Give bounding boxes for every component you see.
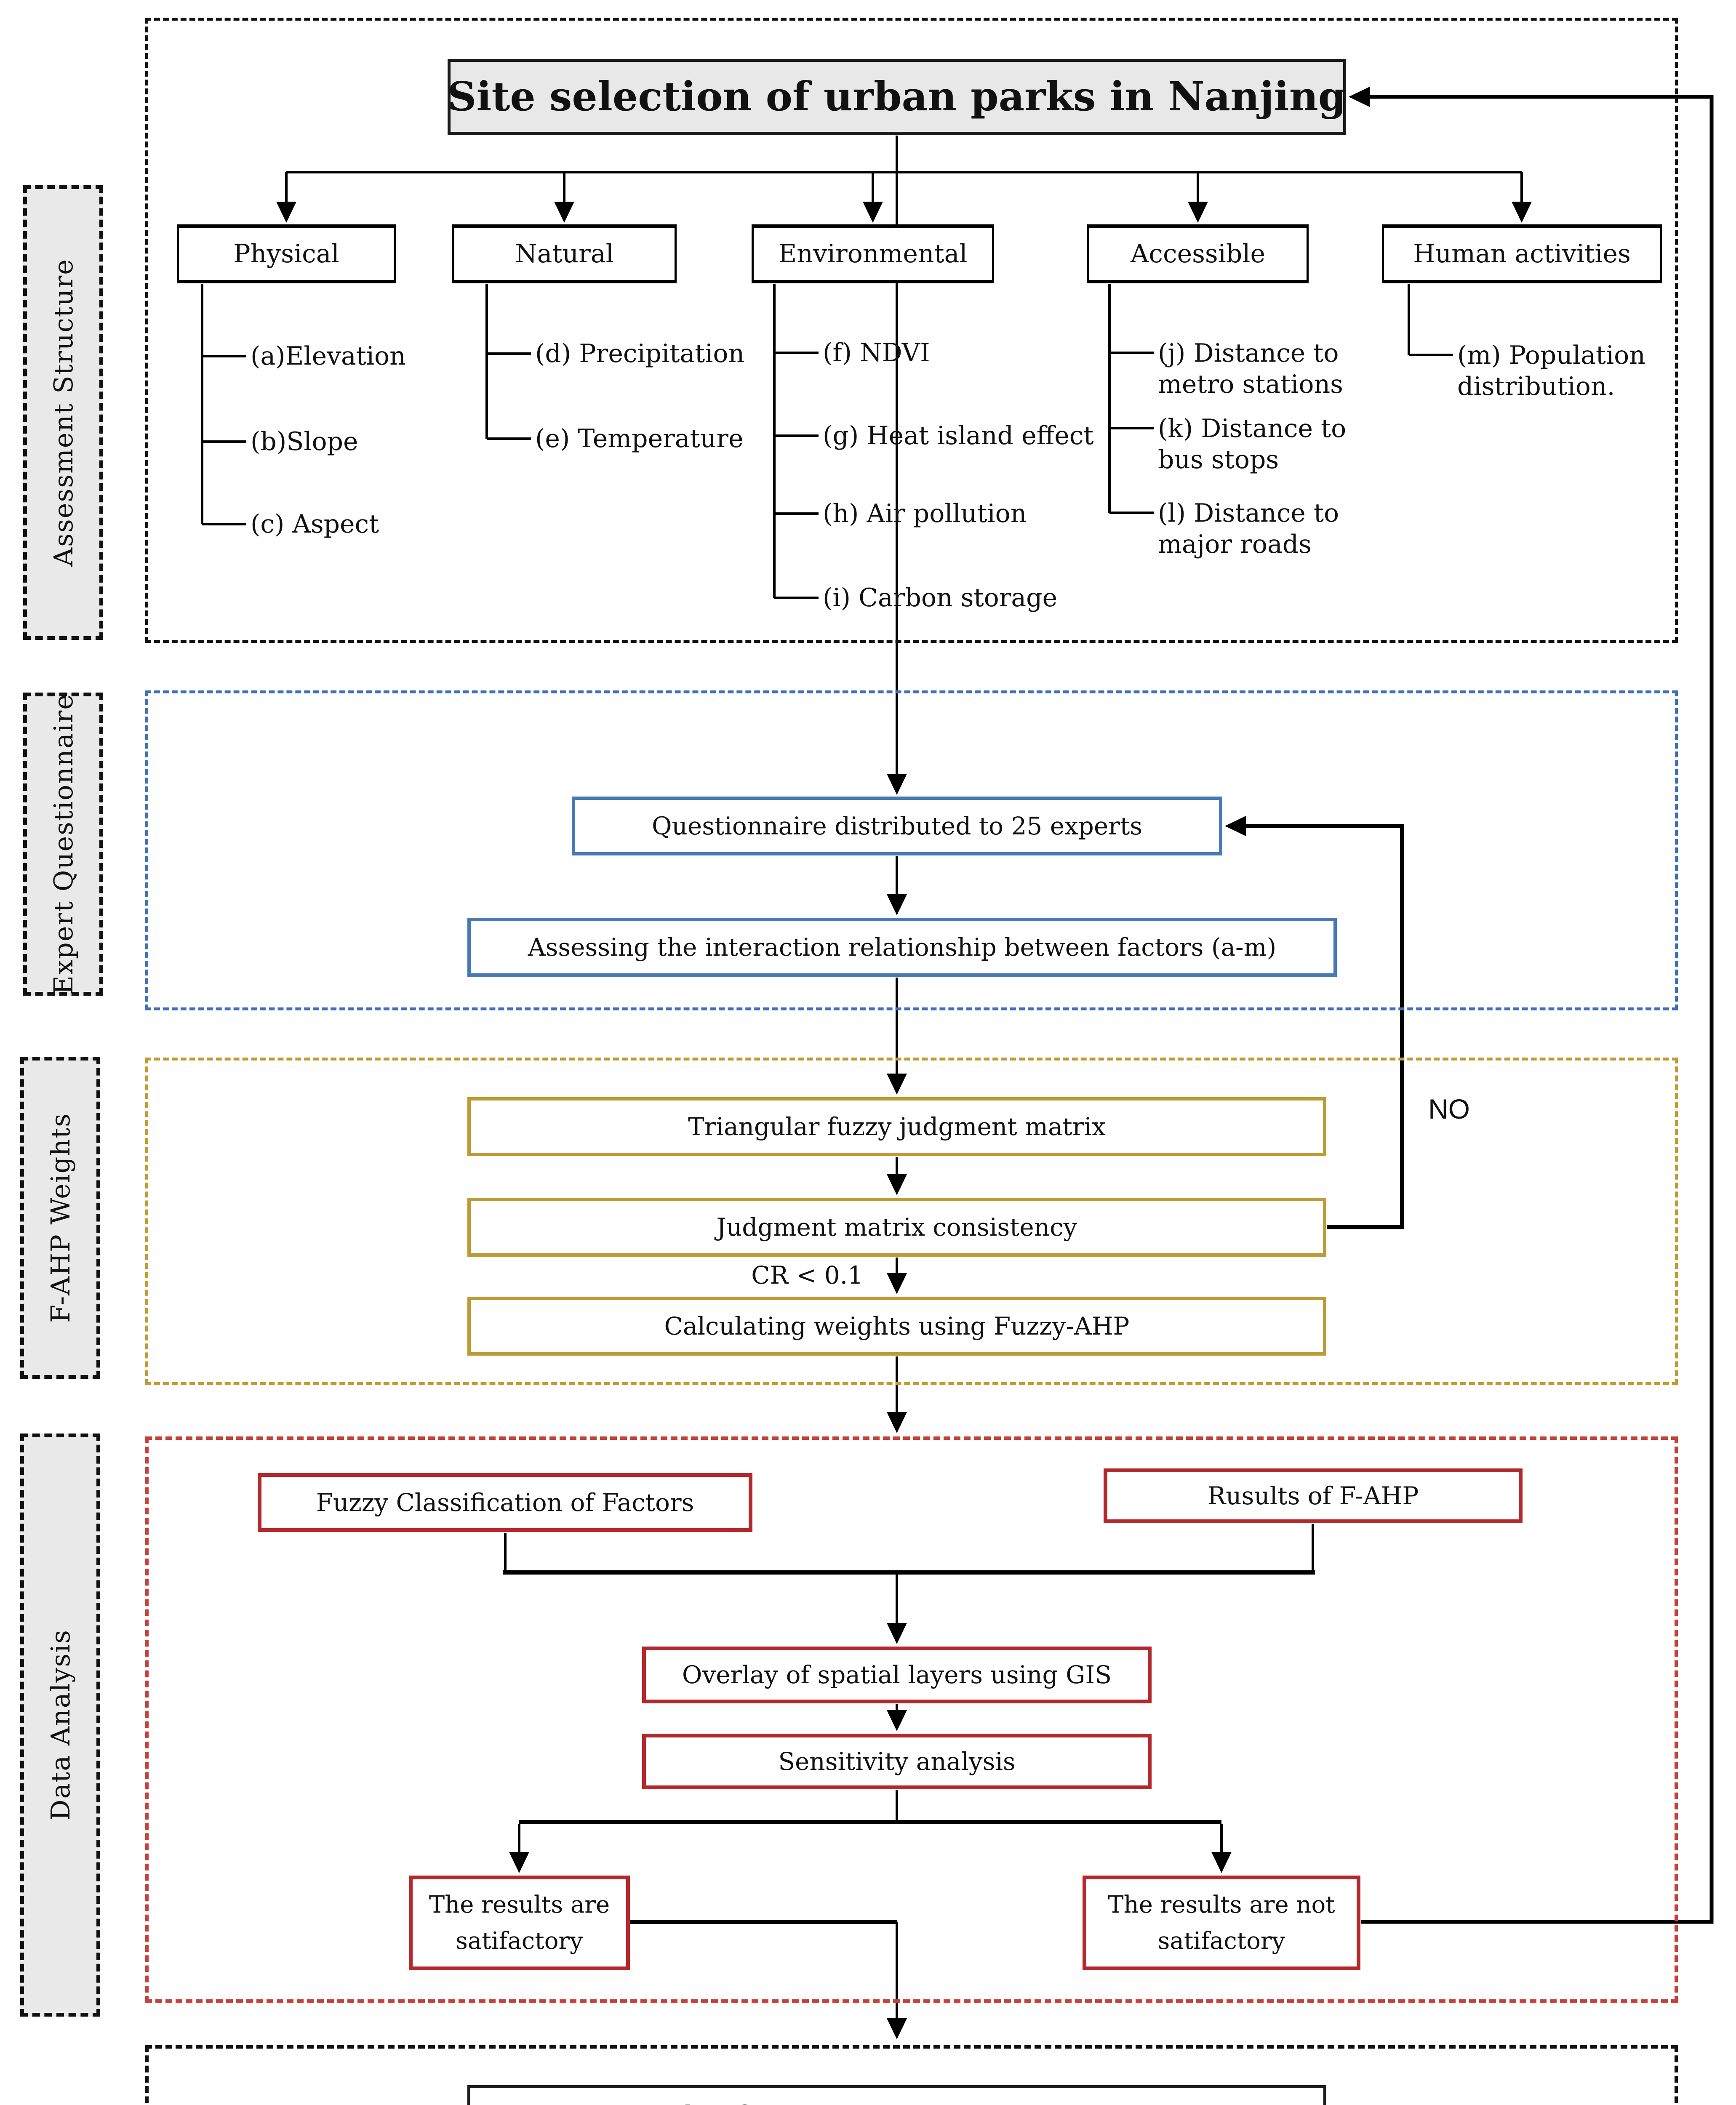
factor-item: (h) Air pollution bbox=[823, 499, 1027, 528]
sidebar-label-expert-questionnaire: Expert Questionnaire bbox=[23, 693, 103, 996]
no-label: NO bbox=[1428, 1093, 1470, 1124]
arrowhead-down bbox=[1512, 202, 1532, 223]
factor-item: (j) Distance to metro stations bbox=[1158, 338, 1343, 399]
expert-questionnaire-section bbox=[145, 690, 1678, 1010]
assessing-box: Assessing the interaction relationship b… bbox=[467, 918, 1337, 977]
category-box-human-activities: Human activities bbox=[1382, 224, 1662, 283]
arrowhead-down bbox=[887, 1174, 907, 1195]
sidebar-label-text: Assessment Structure bbox=[48, 258, 79, 567]
arrowhead-down bbox=[863, 202, 883, 223]
arrowhead-down bbox=[887, 774, 907, 795]
assessment-structure-section bbox=[145, 18, 1678, 643]
category-box-natural: Natural bbox=[452, 224, 677, 283]
fahp-results-box: Rusults of F-AHP bbox=[1104, 1468, 1523, 1523]
arrowhead-down bbox=[887, 1273, 907, 1294]
sidebar-label-assessment-structure: Assessment Structure bbox=[23, 185, 103, 640]
not-satisfactory-box: The results are not satifactory bbox=[1083, 1876, 1360, 1970]
arrowhead-down bbox=[887, 1412, 907, 1433]
environmental-tree bbox=[773, 284, 819, 599]
not-satisfactory-feedback-line bbox=[1361, 95, 1714, 1924]
arrowhead-down bbox=[1188, 202, 1208, 223]
arrowhead-down bbox=[887, 1074, 907, 1095]
fahp-weights-section bbox=[145, 1058, 1678, 1385]
output-section bbox=[145, 2045, 1678, 2105]
arrowhead-left bbox=[1349, 87, 1370, 107]
factor-item: (a)Elevation bbox=[251, 341, 406, 371]
factor-item: (g) Heat island effect bbox=[823, 421, 1094, 450]
sidebar-label-text: Data Analysis bbox=[45, 1629, 76, 1821]
arrowhead-down bbox=[276, 202, 296, 223]
gis-overlay-box: Overlay of spatial layers using GIS bbox=[642, 1647, 1152, 1703]
factor-item: (k) Distance to bus stops bbox=[1158, 414, 1347, 474]
human-tree bbox=[1408, 284, 1453, 356]
category-box-physical: Physical bbox=[177, 224, 396, 283]
factor-item: (d) Precipitation bbox=[535, 339, 745, 368]
factor-item: (f) NDVI bbox=[823, 338, 930, 368]
outer-loop bbox=[1361, 95, 1714, 1924]
sidebar-label-data-analysis: Data Analysis bbox=[20, 1434, 100, 2017]
factor-item: (m) Population distribution. bbox=[1457, 341, 1645, 401]
category-box-accessible: Accessible bbox=[1087, 224, 1309, 283]
sidebar-label-text: F-AHP Weights bbox=[45, 1113, 76, 1323]
arrowhead-down bbox=[887, 894, 907, 915]
physical-tree bbox=[201, 284, 246, 525]
arrowhead-down bbox=[554, 202, 574, 223]
page-title: Site selection of urban parks in Nanjing bbox=[448, 59, 1346, 135]
fuzzy-classification-box: Fuzzy Classification of Factors bbox=[258, 1473, 752, 1532]
arrowheads bbox=[276, 87, 1532, 2039]
arrowhead-down bbox=[887, 1623, 907, 1644]
sidebar-label-text: Expert Questionnaire bbox=[48, 693, 79, 995]
mca-results-box: results of muti-criteria assessment proc… bbox=[467, 2085, 1326, 2105]
accessible-tree bbox=[1108, 284, 1154, 514]
sensitivity-analysis-box: Sensitivity analysis bbox=[642, 1734, 1152, 1789]
factor-item: (e) Temperature bbox=[535, 424, 744, 453]
arrowhead-down bbox=[887, 1710, 907, 1731]
matrix-consistency-box: Judgment matrix consistency bbox=[467, 1198, 1326, 1257]
questionnaire-box: Questionnaire distributed to 25 experts bbox=[572, 797, 1222, 855]
category-box-environmental: Environmental bbox=[752, 224, 994, 283]
data-analysis-section bbox=[145, 1436, 1678, 2003]
calc-weights-box: Calculating weights using Fuzzy-AHP bbox=[467, 1297, 1326, 1356]
fuzzy-matrix-box: Triangular fuzzy judgment matrix bbox=[467, 1097, 1326, 1156]
factor-item: (l) Distance to major roads bbox=[1158, 498, 1339, 559]
arrowhead-down bbox=[887, 2018, 907, 2039]
loop-lines bbox=[503, 824, 1404, 1924]
factor-item: (b)Slope bbox=[251, 427, 358, 456]
no-feedback-line bbox=[1243, 824, 1404, 1229]
arrowhead-down bbox=[509, 1852, 529, 1873]
satisfactory-box: The results are satifactory bbox=[409, 1876, 630, 1970]
factor-item: (c) Aspect bbox=[251, 509, 379, 539]
factor-item: (i) Carbon storage bbox=[823, 583, 1058, 613]
flow-lines bbox=[201, 136, 1523, 2021]
cr-threshold-label: CR < 0.1 bbox=[751, 1261, 863, 1290]
arrowhead-left bbox=[1225, 816, 1246, 836]
natural-tree bbox=[485, 284, 531, 440]
sidebar-label-fahp-weights: F-AHP Weights bbox=[20, 1057, 100, 1379]
arrowhead-down bbox=[1211, 1852, 1232, 1873]
